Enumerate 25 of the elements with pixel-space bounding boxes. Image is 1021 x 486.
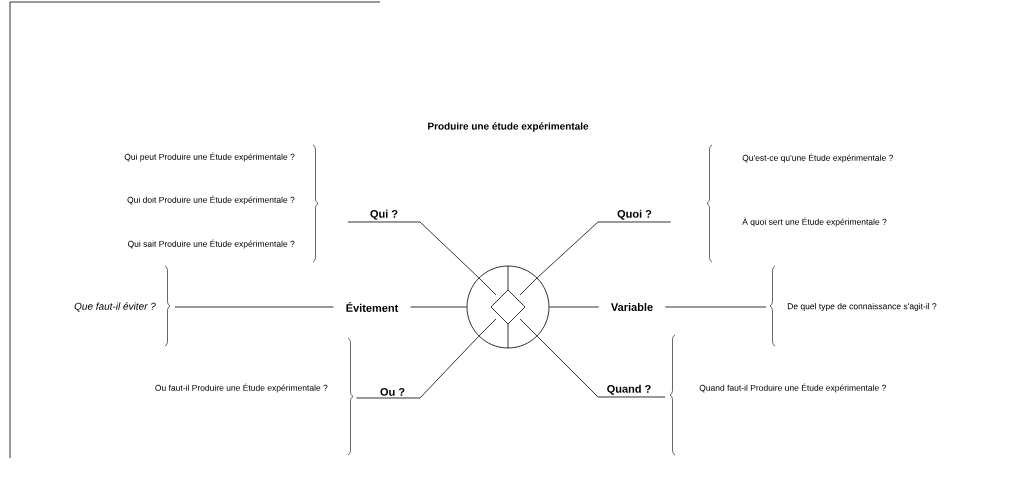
- branch-label: Évitement: [346, 302, 399, 312]
- branch-label: Qui ?: [370, 209, 398, 220]
- branch-label: Variable: [611, 302, 653, 312]
- title: Produire une étude expérimentale: [428, 122, 589, 132]
- question-text: Que faut-il éviter ?: [74, 302, 156, 312]
- connector-line: [410, 306, 467, 308]
- connector-line: [549, 306, 600, 308]
- question-text: De quel type de connaissance s'agit-il ?: [787, 303, 937, 311]
- connector-line: [174, 306, 334, 308]
- question-text: Qui sait Produire une Étude expérimentale ?: [127, 239, 295, 249]
- branch-label: Ou ?: [380, 388, 405, 396]
- connector-line: [536, 221, 672, 279]
- question-text: Quand faut-il Produire une Étude expérimentale ?: [699, 383, 886, 393]
- branch-label: Quand ?: [607, 384, 651, 395]
- hub-drawing: [466, 265, 550, 349]
- question-text: Qui peut Produire une Étude expérimentale ?: [124, 152, 295, 162]
- question-text: Qui doit Produire une Étude expérimentale ?: [127, 195, 295, 205]
- connector-line: [664, 306, 767, 308]
- question-text: À quoi sert une Étude expérimentale ?: [742, 217, 887, 227]
- connector-line: [347, 221, 480, 279]
- branch-label: Quoi ?: [617, 209, 652, 220]
- connector-line: [536, 335, 666, 398]
- question-text: Qu'est-ce qu'une Étude expérimentale ?: [742, 153, 893, 163]
- question-text: Ou faut-il Produire une Étude expérimentale ?: [155, 383, 328, 393]
- connector-line: [355, 335, 480, 399]
